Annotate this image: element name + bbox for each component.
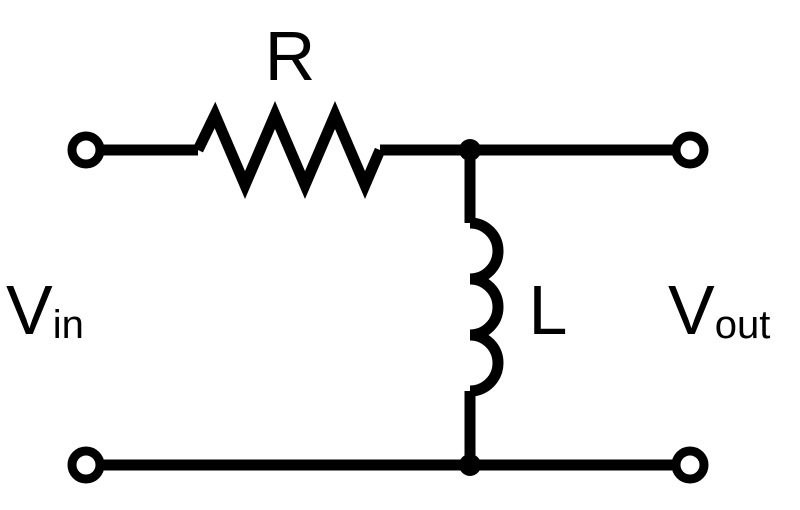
output-terminal-bottom [671, 446, 709, 484]
output-terminal-top [671, 131, 709, 169]
input-voltage-subscript: in [53, 303, 84, 347]
input-terminal-top [67, 131, 105, 169]
input-voltage-main: V [6, 271, 53, 349]
bottom-junction-dot [459, 454, 481, 476]
output-voltage-label: Vout [668, 271, 770, 349]
input-voltage-label: Vin [6, 271, 84, 349]
top-junction-dot [459, 139, 481, 161]
resistor-label: R [265, 17, 316, 95]
output-voltage-subscript: out [715, 303, 771, 347]
inductor-label: L [529, 271, 568, 349]
input-terminal-bottom [67, 446, 105, 484]
output-voltage-main: V [668, 271, 715, 349]
resistor-symbol [193, 101, 386, 199]
inductor-symbol [469, 217, 504, 397]
